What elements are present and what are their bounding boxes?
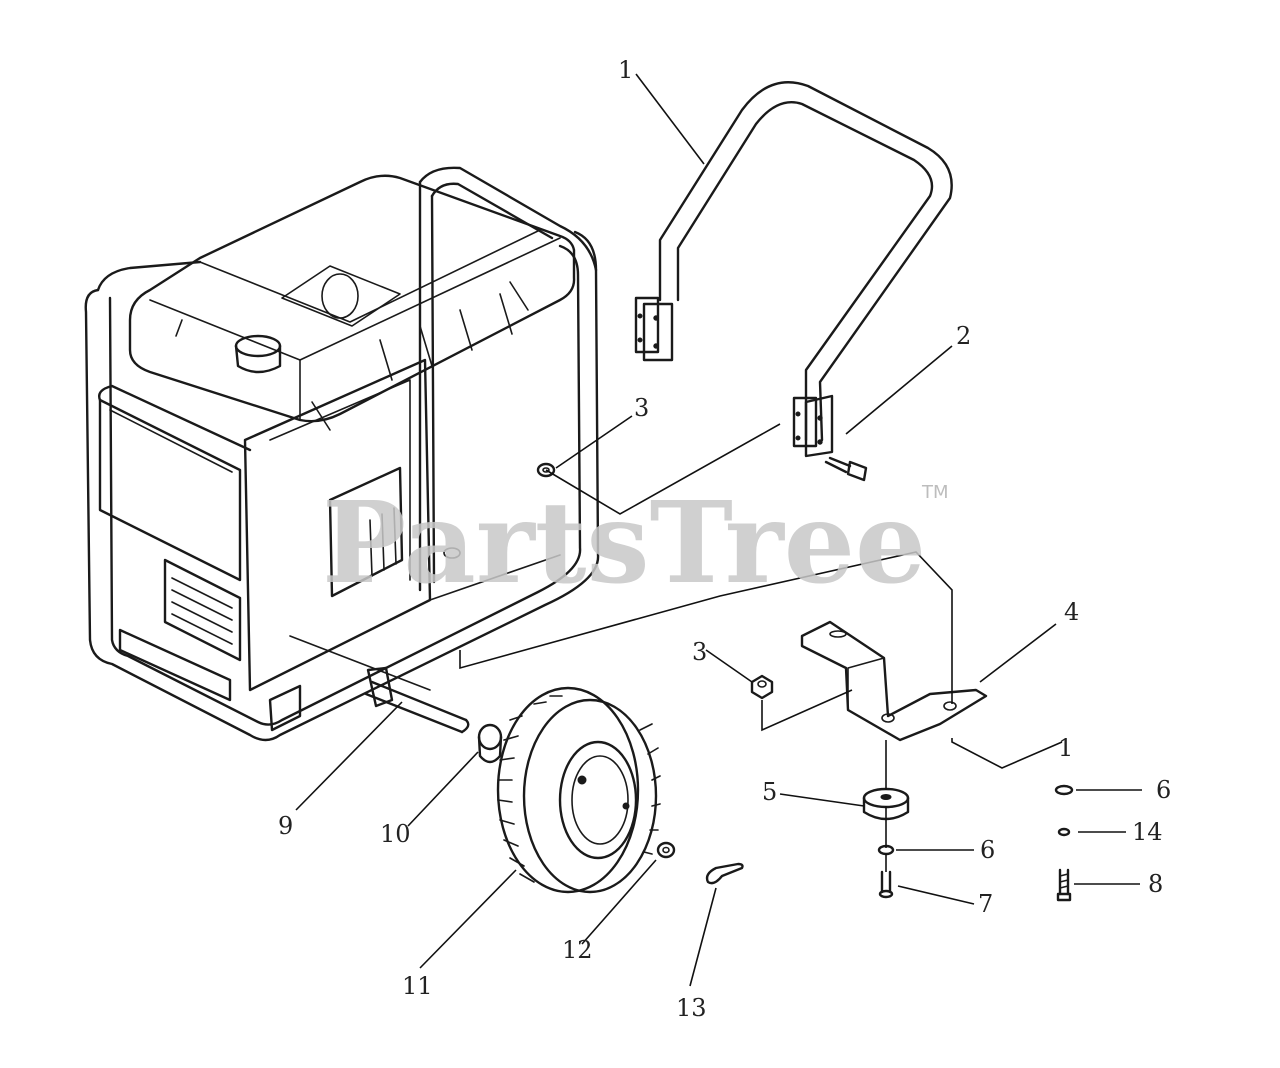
callout-9: 9	[278, 812, 293, 840]
watermark: PartsTree TM	[322, 478, 949, 609]
nut-part-3-upper	[536, 462, 556, 478]
callout-3-lower: 3	[692, 638, 707, 666]
assembly-lines	[459, 423, 1063, 872]
callout-labels: 1 2 3 3 4 1 5 6 6 14 7 8 9 10 11 12 13	[278, 56, 1171, 1022]
lock-washer-part-14	[1057, 827, 1071, 837]
callout-6-left: 6	[980, 836, 995, 864]
cotter-pin-part-13	[705, 862, 744, 885]
callout-6-right: 6	[1156, 776, 1171, 804]
callout-4: 4	[1064, 598, 1079, 626]
callout-3-upper: 3	[634, 394, 649, 422]
callout-14: 14	[1132, 818, 1163, 846]
wheel-part-11	[496, 686, 661, 894]
callout-11: 11	[402, 972, 433, 1000]
watermark-trademark: TM	[921, 482, 949, 503]
washer-part-6-right	[1054, 784, 1074, 796]
watermark-text: PartsTree	[322, 478, 926, 609]
callout-1-handle: 1	[618, 56, 633, 84]
callout-10: 10	[380, 820, 411, 848]
callout-8: 8	[1148, 870, 1163, 898]
callout-13: 13	[676, 994, 707, 1022]
nut-part-3-lower	[750, 674, 774, 700]
screw-part-7	[878, 870, 894, 899]
bracket-part-4	[800, 620, 988, 742]
spacer-part-10	[477, 723, 503, 764]
washer-part-12	[656, 841, 676, 859]
axle-part-9	[364, 666, 470, 734]
callout-12: 12	[562, 936, 593, 964]
handle-part-1	[634, 81, 953, 458]
callout-5: 5	[762, 778, 777, 806]
callout-2: 2	[956, 322, 971, 350]
bolt-part-8	[1056, 868, 1072, 902]
bolt-part-2	[824, 456, 868, 482]
callout-7: 7	[978, 890, 993, 918]
callout-1-lower: 1	[1058, 734, 1073, 762]
callout-leaders	[295, 73, 1142, 987]
generator-assembly	[84, 166, 600, 742]
